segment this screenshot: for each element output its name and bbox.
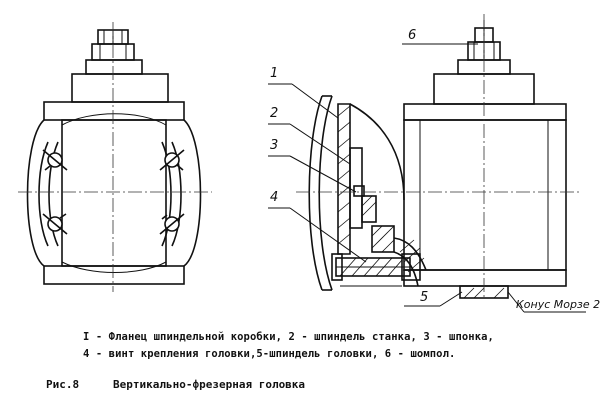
callout-4: 4 — [270, 190, 279, 205]
figure-title: Вертикально-фрезерная головка — [113, 378, 306, 391]
leader-lines — [268, 43, 586, 313]
legend-line-1: I - Фланец шпиндельной коробки, 2 - шпин… — [83, 331, 494, 343]
figure-number: Рис.8 — [46, 378, 80, 391]
section-view — [268, 14, 586, 313]
callout-5: 5 — [420, 290, 429, 305]
legend-line-2: 4 - винт крепления головки,5-шпиндель го… — [83, 348, 456, 360]
mounting-bolt — [331, 253, 421, 287]
callout-1: 1 — [270, 66, 279, 81]
hatched-section — [337, 103, 427, 287]
callout-3: 3 — [270, 138, 279, 153]
callout-6: 6 — [408, 28, 417, 43]
callout-2: 2 — [270, 106, 279, 121]
front-view — [18, 22, 212, 292]
morse-cone-label: Конус Морзе 2 — [516, 298, 600, 311]
